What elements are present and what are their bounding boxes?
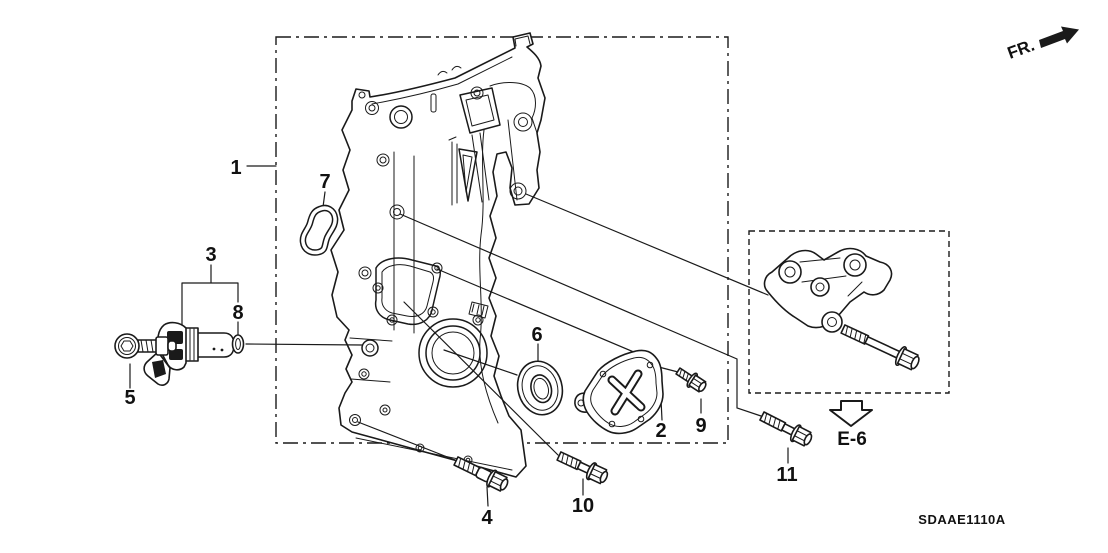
fr-label: FR.	[1005, 36, 1037, 63]
callout-8[interactable]: 8	[232, 302, 243, 324]
bolt-11	[759, 411, 813, 447]
e6-down-arrow-icon	[829, 400, 873, 427]
diagram-code: SDAAE1110A	[918, 512, 1005, 527]
o-ring	[231, 334, 245, 354]
mount-bracket	[763, 247, 893, 333]
e6-reference-label[interactable]: E-6	[837, 429, 867, 450]
bolt-9	[675, 367, 707, 393]
e6-reference-box	[748, 230, 950, 394]
fr-arrow-icon	[1039, 26, 1079, 48]
callout-2[interactable]: 2	[655, 420, 666, 442]
oil-seal	[516, 360, 564, 416]
cover-plate	[574, 349, 664, 435]
callout-6[interactable]: 6	[531, 324, 542, 346]
bolt-4	[453, 456, 509, 492]
callout-10[interactable]: 10	[572, 495, 594, 517]
gasket-ring	[299, 204, 339, 256]
callout-7[interactable]: 7	[319, 171, 330, 193]
callout-9[interactable]: 9	[695, 415, 706, 437]
callout-4[interactable]: 4	[481, 507, 493, 529]
callout-11[interactable]: 11	[776, 464, 797, 486]
sensor-bolt	[114, 333, 177, 359]
bracket-bolt	[840, 324, 920, 371]
crank-sensor	[143, 321, 235, 386]
callout-labels: 1 2 3 4 5 6 7 8 9 10 11	[124, 157, 797, 529]
callout-3[interactable]: 3	[205, 244, 216, 266]
fr-direction-indicator: FR.	[1005, 26, 1079, 63]
cover-bolt-holes	[349, 86, 533, 465]
callout-1[interactable]: 1	[230, 157, 241, 179]
bolt-10	[556, 451, 609, 485]
callout-5[interactable]: 5	[124, 387, 135, 409]
leader-lines	[129, 165, 789, 507]
